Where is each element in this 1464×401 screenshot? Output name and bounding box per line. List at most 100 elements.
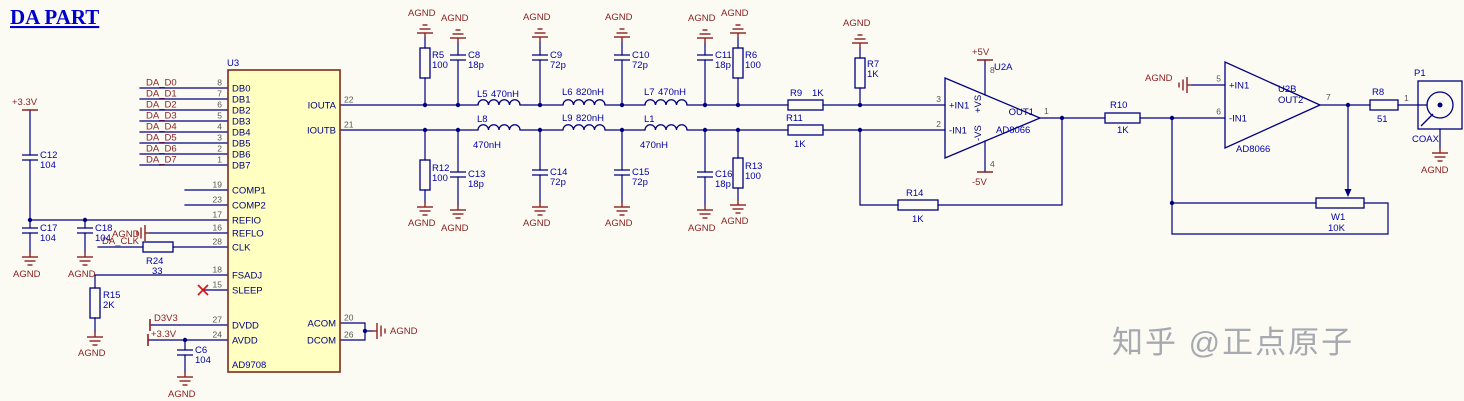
r13-ref: R13 [745, 161, 762, 172]
inductor-l9 [562, 124, 606, 131]
r12-val: 100 [432, 173, 448, 184]
agnd-label: AGND [843, 18, 871, 29]
connector-p1-body [1417, 80, 1463, 130]
agnd-symbol [176, 371, 194, 386]
net-label: DA_D2 [146, 100, 177, 111]
u3-pin-name: AVDD [232, 336, 258, 347]
r10-ref: R10 [1110, 100, 1127, 111]
c9-val: 72p [550, 60, 566, 71]
agnd-symbol [696, 204, 714, 219]
agnd-label: AGND [688, 13, 716, 24]
inductor-l5 [477, 99, 521, 106]
u3-pin-name: DCOM [307, 336, 336, 347]
r9-val: 1K [812, 88, 824, 99]
u2a-pin-name: OUT1 [1009, 107, 1034, 118]
agnd-symbol [531, 201, 549, 216]
w1-wiper-arrow [1344, 189, 1352, 197]
r24-val: 33 [152, 266, 163, 277]
net-label: DA_D7 [146, 155, 177, 166]
u3-pin-number: 20 [344, 313, 354, 323]
agnd-symbol [729, 199, 747, 214]
agnd-label: AGND [1145, 73, 1173, 84]
agnd-label: AGND [78, 348, 106, 359]
c11-val: 18p [715, 60, 731, 71]
c15-ref: C15 [632, 167, 649, 178]
p1-refdes: P1 [1414, 68, 1426, 79]
p1-type: COAX [1412, 134, 1440, 145]
power-label: +5V [972, 47, 990, 58]
agnd-label: AGND [721, 8, 749, 19]
u2b-pin-number: 5 [1216, 74, 1221, 84]
resistor-r5 [419, 47, 431, 79]
u3-pin-name: DB0 [232, 84, 250, 95]
resistor-r7 [854, 57, 866, 89]
agnd-symbol [449, 204, 467, 219]
u2a-pin-number: 1 [1044, 106, 1049, 116]
agnd-label: AGND [441, 13, 469, 24]
u3-pin-number: 5 [217, 111, 222, 121]
agnd-label: AGND [68, 269, 96, 280]
u3-pin-name: REFIO [232, 216, 261, 227]
opamp-u2a-body [944, 77, 1042, 159]
u3-pin-name: IOUTB [307, 126, 336, 137]
c8-ref: C8 [468, 50, 480, 61]
c16-ref: C16 [715, 169, 732, 180]
c18-ref: C18 [95, 223, 112, 234]
u2a-part: AD8066 [996, 125, 1030, 136]
connector-p1-pin [1437, 102, 1443, 108]
u3-pin-name: DB7 [232, 161, 250, 172]
agnd-symbol [76, 251, 94, 266]
r10-val: 1K [1117, 125, 1129, 136]
u3-pin-number: 2 [217, 144, 222, 154]
u2b-refdes: U2B [1278, 84, 1296, 95]
c12-val: 104 [40, 160, 56, 171]
agnd-symbol [416, 201, 434, 216]
u2a-pin-name: -IN1 [949, 126, 967, 137]
connector-p1-shield [1420, 113, 1434, 127]
resistor-r24 [142, 241, 174, 253]
u3-pin-name: COMP2 [232, 201, 266, 212]
u3-refdes: U3 [227, 58, 239, 69]
u3-pin-number: 15 [213, 280, 223, 290]
u2a-pin-name: -VS [973, 125, 984, 141]
l9-ref: L9 [562, 113, 573, 124]
c10-val: 72p [632, 60, 648, 71]
u3-part: AD9708 [232, 360, 266, 371]
u3-pin-number: 22 [344, 95, 354, 105]
u3-pin-name: FSADJ [232, 271, 262, 282]
u3-pin-number: 16 [213, 223, 223, 233]
agnd-label: AGND [390, 326, 418, 337]
u2a-pin-name: +VS [973, 95, 984, 113]
u3-pin-number: 27 [213, 315, 223, 325]
u3-pin-number: 1 [217, 155, 222, 165]
w1-ref: W1 [1331, 212, 1345, 223]
u3-pin-name: DVDD [232, 321, 259, 332]
u3-pin-number: 3 [217, 133, 222, 143]
inductor-l1 [644, 124, 688, 131]
u3-pin-number: 26 [344, 330, 354, 340]
u2a-pin-number: 8 [990, 65, 995, 75]
no-connect-x [197, 284, 209, 296]
u3-pin-number: 7 [217, 89, 222, 99]
u2a-refdes: U2A [994, 62, 1013, 73]
agnd-symbol [1178, 76, 1193, 94]
resistor-r12 [419, 159, 431, 191]
page-title: DA PART [10, 5, 99, 29]
net-label: DA_D1 [146, 89, 177, 100]
c14-val: 72p [550, 177, 566, 188]
r12-ref: R12 [432, 163, 449, 174]
r24-ref: R24 [146, 256, 163, 267]
c10-ref: C10 [632, 50, 649, 61]
r7-val: 1K [867, 69, 879, 80]
watermark: 知乎 @正点原子 [1112, 325, 1354, 360]
c13-ref: C13 [468, 169, 485, 180]
agnd-symbol [613, 201, 631, 216]
u3-pin-name: CLK [232, 243, 251, 254]
u2b-pin-name: -IN1 [1229, 114, 1247, 125]
r11-ref: R11 [786, 113, 803, 124]
net-label: DA_D3 [146, 111, 177, 122]
l8-ref: L8 [477, 114, 488, 125]
c15-val: 72p [632, 177, 648, 188]
agnd-symbol [21, 251, 39, 266]
r8-ref: R8 [1372, 87, 1384, 98]
